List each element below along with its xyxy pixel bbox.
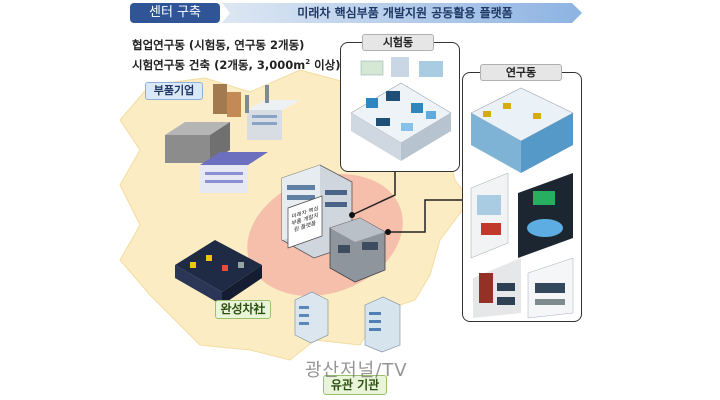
note-collab-buildings: 협업연구동 (시험동, 연구동 2개동)	[132, 38, 305, 52]
banner-title: 미래차 핵심부품 개발지원 공동활용 플랫폼	[297, 6, 513, 20]
agency-buildings	[294, 291, 401, 353]
test-building-label: 시험동	[362, 34, 434, 51]
test-lab-illustration	[350, 57, 452, 161]
connector-research	[388, 199, 462, 233]
center-building	[281, 164, 386, 283]
note-construction-suffix: 이상)	[310, 58, 341, 72]
note-construction-sup: 2	[305, 58, 311, 67]
research-building-panel	[462, 72, 582, 322]
title-banner	[222, 3, 582, 23]
connector-research-dot	[385, 229, 391, 235]
research-building-label: 연구동	[480, 64, 562, 81]
parts-company-label: 부품기업	[145, 82, 203, 100]
parts-factory-group	[165, 84, 300, 193]
related-agency-label: 유관 기관	[323, 375, 387, 395]
connector-test	[351, 172, 396, 216]
note-construction: 시험연구동 건축 (2개동, 3,000m2 이상)	[132, 57, 341, 73]
automaker-plant	[175, 240, 262, 305]
automaker-label: 완성차社	[215, 300, 271, 319]
research-lab-illustration	[470, 87, 574, 319]
note-construction-prefix: 시험연구동 건축 (2개동, 3,000m	[132, 58, 306, 72]
connector-test-dot	[349, 212, 355, 218]
watermark: 광산저널/TV	[305, 360, 408, 381]
test-building-panel	[340, 42, 460, 172]
section-tag: 센터 구축	[130, 3, 220, 23]
